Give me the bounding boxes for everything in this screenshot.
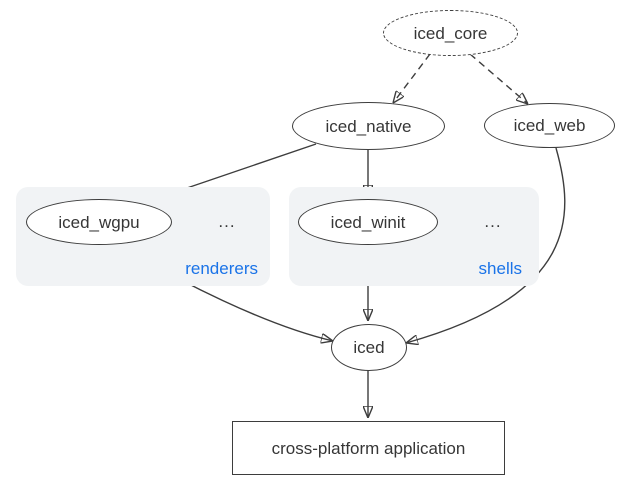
edge-web-to-iced-arrow [406,147,566,343]
node-iced-web: iced_web [484,103,615,148]
node-cross-platform-application: cross-platform application [232,421,505,475]
group-label-shells: shells [478,259,522,278]
node-iced: iced [331,324,407,371]
node-iced-wgpu: iced_wgpu [26,199,172,245]
edge-core-to-native-arrow [393,53,431,103]
edge-core-to-web-arrow [469,53,528,104]
group-label-renderers: renderers [185,259,258,278]
node-iced-native: iced_native [292,102,445,150]
node-iced-core: iced_core [383,10,518,56]
renderers-ellipsis: ... [218,212,236,231]
node-iced-winit: iced_winit [298,199,438,245]
shells-ellipsis: ... [484,212,502,231]
